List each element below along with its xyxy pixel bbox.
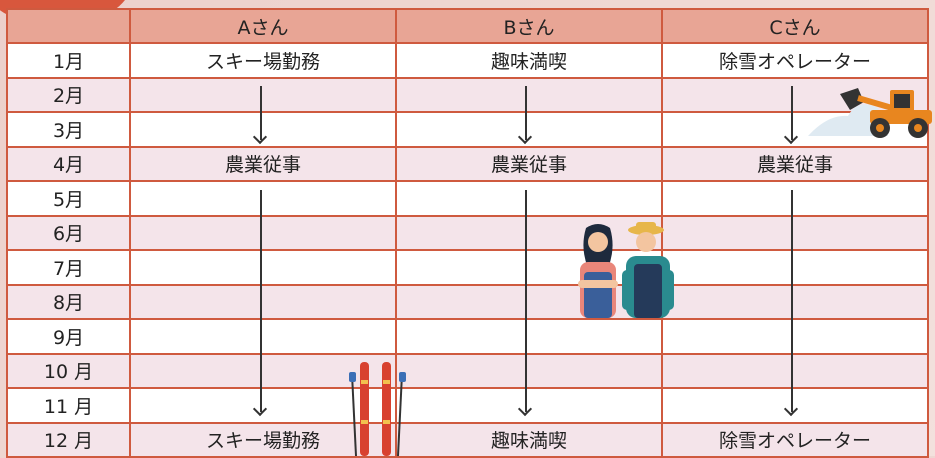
cell-a [129,318,397,355]
cell-c: 除雪オペレーター [661,42,929,79]
table-row: 11 月 [6,387,929,424]
cell-b [395,214,663,251]
cell-b: 趣味満喫 [395,421,663,458]
month-cell: 2月 [6,76,131,113]
cell-b [395,387,663,424]
cell-a [129,180,397,217]
table-row: 8月 [6,283,929,320]
down-arrow-icon [525,86,527,140]
month-cell: 8月 [6,283,131,320]
month-cell: 7月 [6,249,131,286]
cell-a [129,214,397,251]
table-row: 9月 [6,318,929,355]
cell-b [395,111,663,148]
table-row: 7月 [6,249,929,286]
cell-c: 除雪オペレーター [661,421,929,458]
down-arrow-icon [260,190,262,412]
month-cell: 5月 [6,180,131,217]
cell-b [395,249,663,286]
header-row: Aさん Bさん Cさん [6,8,929,44]
table-row: 5月 [6,180,929,217]
header-person-a: Aさん [129,8,397,44]
down-arrow-icon [791,190,793,412]
table-row: 12 月スキー場勤務趣味満喫除雪オペレーター [6,421,929,458]
cell-c [661,318,929,355]
down-arrow-icon [260,86,262,140]
table-row: 6月 [6,214,929,251]
month-cell: 6月 [6,214,131,251]
month-cell: 4月 [6,145,131,182]
month-cell: 3月 [6,111,131,148]
month-cell: 12 月 [6,421,131,458]
cell-a: スキー場勤務 [129,42,397,79]
cell-c [661,180,929,217]
header-person-b: Bさん [395,8,663,44]
cell-b: 趣味満喫 [395,42,663,79]
cell-b: 農業従事 [395,145,663,182]
cell-a [129,249,397,286]
corner-header [6,8,131,44]
month-cell: 1月 [6,42,131,79]
cell-b [395,318,663,355]
cell-a: 農業従事 [129,145,397,182]
cell-a [129,352,397,389]
cell-b [395,283,663,320]
snow-plow-loader-icon [808,88,932,138]
down-arrow-icon [791,86,793,140]
table-row: 2月 [6,76,929,113]
header-person-c: Cさん [661,8,929,44]
month-cell: 9月 [6,318,131,355]
down-arrow-icon [525,190,527,412]
table-row: 10 月 [6,352,929,389]
cell-c [661,352,929,389]
cell-c [661,283,929,320]
cell-a [129,111,397,148]
farmer-couple-icon [578,222,674,318]
month-cell: 11 月 [6,387,131,424]
cell-c [661,249,929,286]
cell-b [395,76,663,113]
table-row: 1月スキー場勤務趣味満喫除雪オペレーター [6,42,929,79]
cell-a [129,283,397,320]
cell-c [661,214,929,251]
cell-a [129,76,397,113]
cell-b [395,180,663,217]
ski-icon [349,362,406,456]
month-cell: 10 月 [6,352,131,389]
cell-b [395,352,663,389]
table-row: 4月農業従事農業従事農業従事 [6,145,929,182]
cell-c: 農業従事 [661,145,929,182]
